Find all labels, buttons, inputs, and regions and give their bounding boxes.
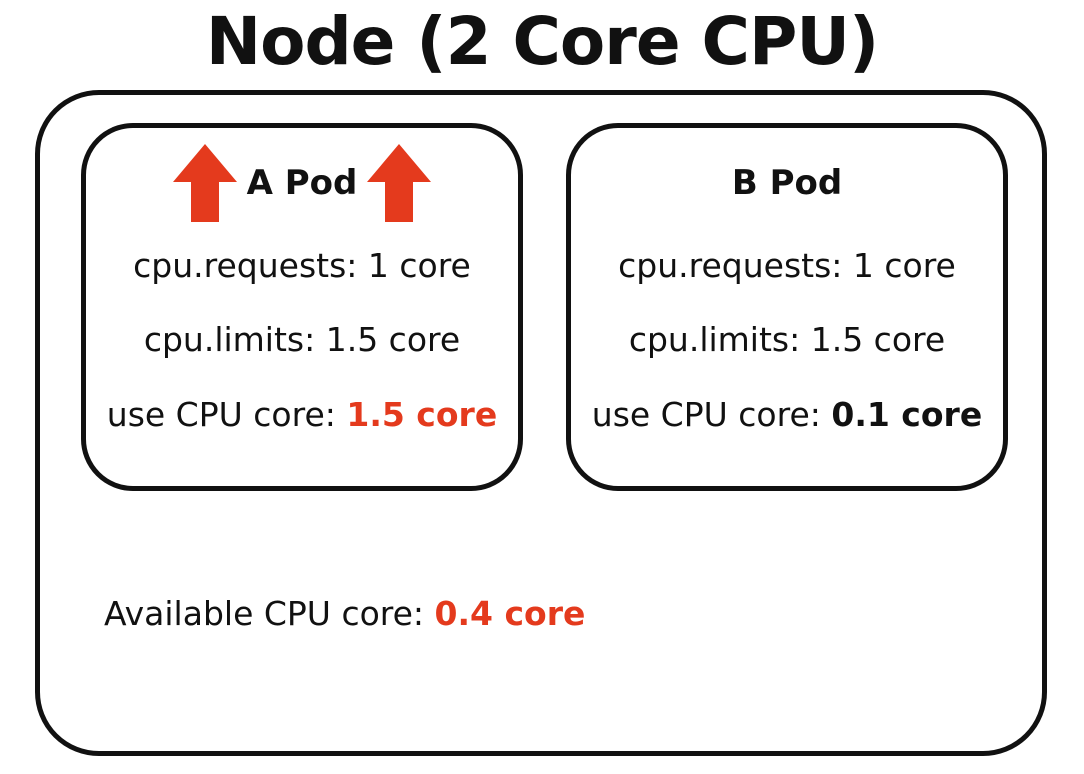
pod-b-title-row: B Pod xyxy=(571,142,1003,224)
pod-b-title: B Pod xyxy=(731,163,843,203)
pod-b-usage-label: use CPU core: xyxy=(591,395,832,434)
pod-a-usage-label: use CPU core: xyxy=(106,395,347,434)
node-box xyxy=(35,90,1047,756)
available-cpu: Available CPU core: 0.4 core xyxy=(104,594,585,634)
pod-b-box: B Pod cpu.requests: 1 core cpu.limits: 1… xyxy=(566,123,1008,491)
pod-b-requests: cpu.requests: 1 core xyxy=(618,246,956,285)
arrow-up-icon xyxy=(367,144,432,222)
available-cpu-label: Available CPU core: xyxy=(104,594,435,633)
node-title: Node (2 Core CPU) xyxy=(205,3,879,80)
pod-b-limits: cpu.limits: 1.5 core xyxy=(628,320,946,359)
pod-a-title: A Pod xyxy=(246,163,358,203)
pod-a-usage-value: 1.5 core xyxy=(346,395,498,434)
pod-b-usage: use CPU core: 0.1 core xyxy=(557,395,1017,435)
pod-a-title-row: A Pod xyxy=(86,142,518,224)
pod-a-usage: use CPU core: 1.5 core xyxy=(72,395,532,435)
pod-a-limits: cpu.limits: 1.5 core xyxy=(143,320,461,359)
pod-a-box: A Pod cpu.requests: 1 core cpu.limits: 1… xyxy=(81,123,523,491)
pod-a-requests: cpu.requests: 1 core xyxy=(133,246,471,285)
arrow-up-icon xyxy=(172,144,237,222)
pod-b-usage-value: 0.1 core xyxy=(831,395,983,434)
available-cpu-value: 0.4 core xyxy=(434,594,586,633)
